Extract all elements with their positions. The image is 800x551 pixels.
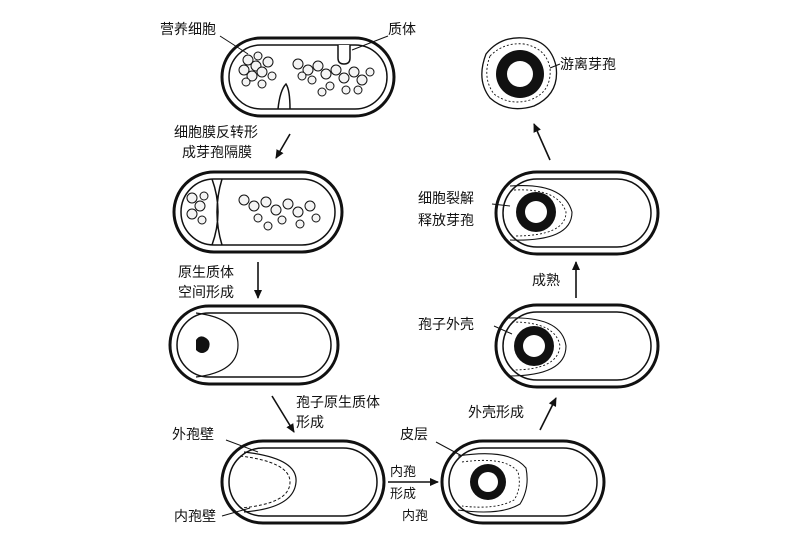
label-maturation: 成熟 (532, 273, 560, 289)
label-spore-protoplast-line1: 孢子原生质体 (296, 395, 380, 411)
mesosome-shape (337, 45, 351, 65)
nucleoid-granules (238, 51, 375, 97)
stage-5-cortex-cell (440, 439, 606, 525)
engulfing-membrane (195, 312, 239, 378)
label-vegetative-cell: 营养细胞 (160, 22, 216, 38)
membrane-invagination (277, 82, 291, 110)
stage-6-spore-coat-cell (494, 303, 660, 389)
label-inner-forespore-wall: 内孢壁 (174, 509, 216, 525)
label-coat-formation: 外壳形成 (468, 405, 524, 421)
label-inner-spore-line3: 内孢 (402, 509, 429, 524)
stage-1-vegetative-cell (220, 36, 396, 118)
septum (211, 178, 223, 246)
stage-7-lysis-cell (494, 170, 660, 256)
septum-granules (186, 191, 321, 231)
label-inner-spore-line1: 内孢 (390, 465, 417, 480)
leader-free-spore (549, 63, 561, 69)
label-septum-line2: 成芽孢隔膜 (182, 145, 252, 161)
stage-4-forespore-cell (220, 439, 386, 525)
label-septum-line1: 细胞膜反转形 (174, 125, 258, 141)
label-protoplast-line2: 空间形成 (178, 285, 234, 301)
label-cortex: 皮层 (400, 427, 428, 443)
arrow-5-to-6 (539, 397, 557, 431)
label-spore-protoplast-line2: 形成 (296, 415, 324, 431)
cortex-outline (457, 453, 528, 513)
stage-3-protoplast-cell (168, 304, 340, 386)
label-lysis-line2: 释放芽孢 (418, 213, 474, 229)
leader-inner-wall (221, 507, 251, 517)
leader-vegetative (219, 35, 249, 55)
label-inner-spore-line2: 形成 (390, 487, 417, 502)
label-mesosome: 质体 (388, 22, 416, 38)
leader-spore-coat (493, 325, 513, 335)
arrow-7-to-8 (533, 123, 551, 161)
label-free-spore: 游离芽孢 (560, 57, 616, 73)
leader-outer-wall (225, 439, 259, 453)
leader-mesosome (351, 35, 389, 51)
label-lysis-line1: 细胞裂解 (418, 191, 474, 207)
stage-2-septum-cell (172, 170, 344, 254)
label-spore-coat: 孢子外壳 (418, 317, 474, 333)
arrow-1-to-2 (275, 133, 291, 159)
label-outer-forespore-wall: 外孢壁 (172, 427, 214, 443)
leader-cortex (435, 441, 463, 457)
label-protoplast-line1: 原生质体 (178, 265, 234, 281)
stage-8-free-spore (481, 37, 558, 110)
forespore-dark-mass (196, 336, 210, 353)
leader-lysis (491, 203, 511, 207)
arrow-3-to-4 (271, 395, 295, 433)
